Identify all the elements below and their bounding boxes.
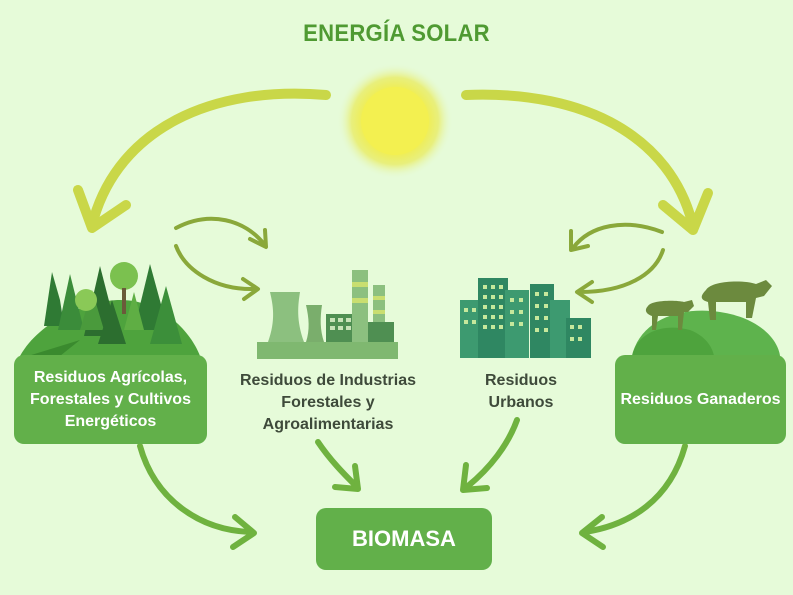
transfer-arrows-left: [174, 216, 268, 301]
sun-arrow-left: [73, 88, 331, 233]
factory-icon: [257, 270, 398, 359]
source-label-agricolas: Residuos Agrícolas, Forestales y Cultivo…: [30, 368, 191, 430]
diagram-title: ENERGÍA SOLAR: [303, 20, 490, 47]
sun-icon: [337, 63, 453, 179]
transfer-arrows-right: [569, 222, 665, 304]
city-icon: [460, 278, 591, 358]
source-box-ganaderos: Residuos Ganaderos: [615, 355, 786, 444]
result-box-biomasa: BIOMASA: [316, 508, 492, 570]
forest-icon: [20, 262, 200, 356]
sun-arrow-right: [461, 89, 713, 235]
source-box-agricolas: Residuos Agrícolas, Forestales y Cultivo…: [14, 355, 207, 444]
cattle-icon: [632, 280, 780, 356]
source-label-urbanos: Residuos Urbanos: [484, 372, 557, 411]
flow-arrows: [137, 417, 688, 550]
result-label: BIOMASA: [352, 526, 456, 551]
source-label-industrias: Residuos de Industrias Forestales y Agro…: [239, 372, 417, 433]
source-label-ganaderos: Residuos Ganaderos: [620, 390, 781, 408]
